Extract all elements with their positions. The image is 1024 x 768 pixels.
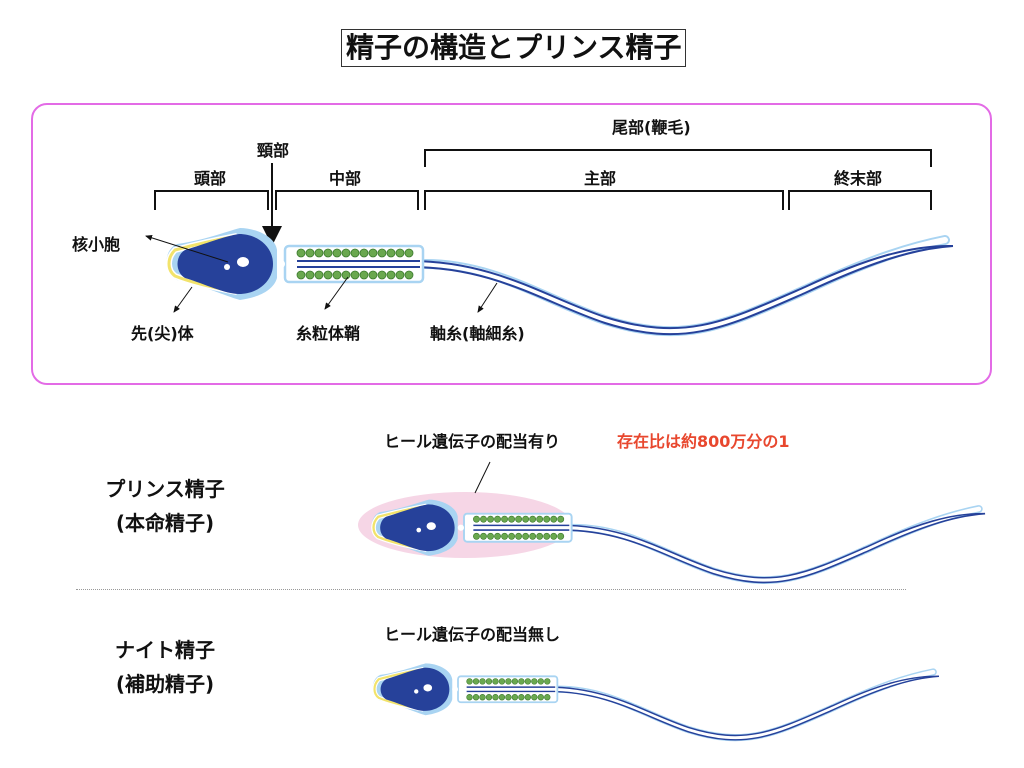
prince-name: プリンス精子 — [105, 477, 225, 501]
bracket-midpiece — [275, 190, 419, 210]
label-axoneme: 軸糸(軸細糸) — [430, 324, 525, 343]
bracket-head — [154, 190, 269, 210]
bracket-principal — [424, 190, 784, 210]
knight-sperm-title: ナイト精子 (補助精子) — [80, 633, 250, 701]
sperm-structure-diagram — [167, 228, 954, 334]
region-brackets — [154, 149, 932, 210]
bracket-endpiece — [788, 190, 932, 210]
label-end-piece: 終末部 — [834, 169, 883, 188]
label-neck: 頸部 — [257, 141, 290, 160]
knight-sperm — [373, 663, 939, 739]
prince-sperm-title: プリンス精子 (本命精子) — [80, 472, 250, 540]
label-midpiece: 中部 — [329, 169, 362, 188]
structure-panel — [31, 103, 992, 385]
label-tail: 尾部(鞭毛) — [612, 118, 691, 137]
page-title: 精子の構造とプリンス精子 — [341, 29, 687, 67]
pointer-acrosome — [173, 286, 193, 313]
pointer-centriole — [145, 234, 229, 263]
pointer-mito-sheath — [324, 276, 349, 310]
prince-alias: (本命精子) — [115, 511, 215, 535]
prince-note: ヒール遺伝子の配当有り — [384, 432, 561, 451]
bracket-tail — [424, 149, 932, 167]
knight-name: ナイト精子 — [115, 638, 215, 662]
knight-alias: (補助精子) — [115, 672, 215, 696]
pointer-axoneme — [477, 282, 498, 313]
label-principal-piece: 主部 — [584, 169, 617, 188]
prince-ratio: 存在比は約800万分の1 — [617, 432, 790, 451]
pointer-prince-note — [474, 461, 491, 494]
label-head: 頭部 — [194, 169, 227, 188]
knight-note: ヒール遺伝子の配当無し — [384, 625, 561, 644]
label-centriole: 核小胞 — [72, 235, 121, 254]
section-divider — [76, 589, 906, 590]
label-mitochondrial-sheath: 糸粒体鞘 — [296, 324, 361, 343]
label-acrosome: 先(尖)体 — [131, 324, 194, 343]
